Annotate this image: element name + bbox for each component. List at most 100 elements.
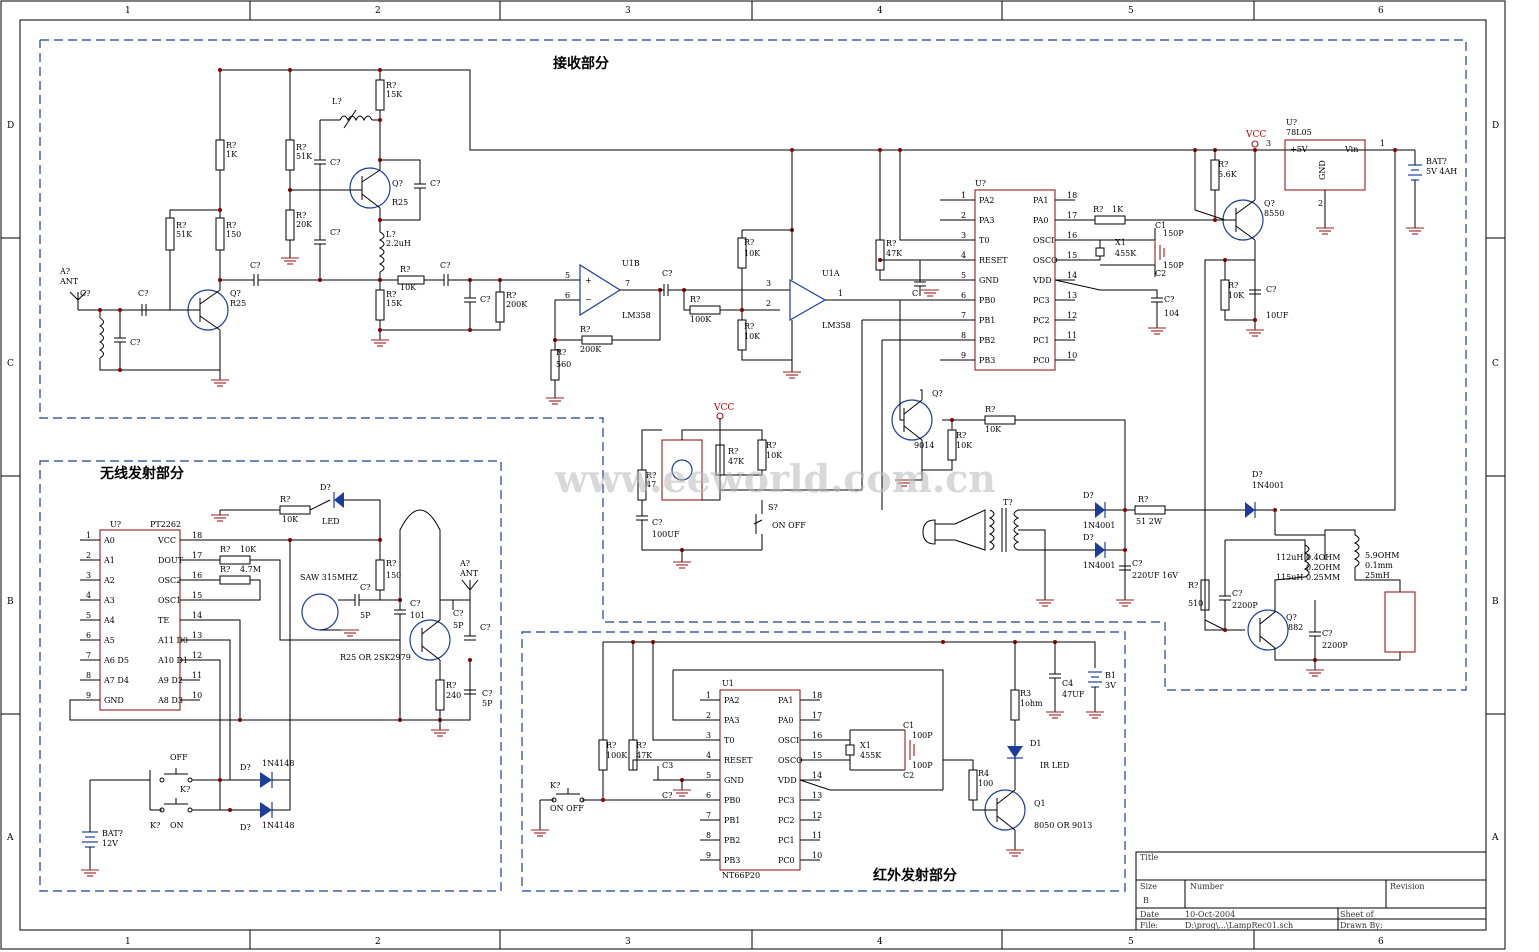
pin-label: T0 [979, 236, 989, 245]
col-label: 2 [375, 6, 381, 16]
svg-text:D?: D? [240, 763, 251, 772]
svg-text:100UF: 100UF [652, 530, 680, 539]
svg-text:10K: 10K [240, 545, 257, 554]
pin-number: 7 [86, 651, 91, 660]
svg-text:K?: K? [550, 781, 560, 790]
svg-text:C?: C? [130, 338, 140, 347]
svg-text:C?: C? [1164, 295, 1174, 304]
svg-text:100: 100 [978, 779, 993, 788]
svg-text:2200P: 2200P [1322, 641, 1348, 650]
svg-text:5V 4AH: 5V 4AH [1426, 167, 1457, 176]
svg-text:D1: D1 [1030, 739, 1042, 748]
col-label: 5 [1128, 937, 1134, 947]
svg-text:5: 5 [565, 271, 570, 280]
pin-label: PB0 [979, 296, 995, 305]
row-label: C [7, 359, 14, 369]
diode-1n4148-1: D? 1N4148 [240, 759, 294, 788]
svg-text:R25: R25 [392, 198, 408, 207]
svg-text:BAT?: BAT? [1426, 157, 1447, 166]
svg-text:20K: 20K [296, 220, 313, 229]
svg-text:C2: C2 [1155, 269, 1166, 278]
svg-text:GND: GND [1318, 160, 1327, 180]
col-label: 6 [1378, 6, 1384, 16]
pin-number: 4 [86, 591, 91, 600]
pin-label: OSCO [778, 756, 803, 765]
svg-text:51K: 51K [296, 152, 313, 161]
svg-text:C4: C4 [1062, 679, 1073, 688]
svg-text:5.9OHM: 5.9OHM [1365, 551, 1399, 560]
pin-number: 5 [706, 771, 711, 780]
col-label: 6 [1378, 937, 1384, 947]
antenna-rx: A?ANT [59, 267, 87, 310]
diode-d3-mid: D?1N4001 [1245, 470, 1284, 518]
pin-number: 1 [706, 691, 711, 700]
pin-label: VDD [1032, 276, 1052, 285]
svg-text:R4: R4 [978, 769, 989, 778]
pin-label: PC2 [778, 816, 795, 825]
svg-text:C?: C? [330, 158, 340, 167]
pin-label: PA1 [778, 696, 794, 705]
svg-text:1N4148: 1N4148 [262, 759, 294, 768]
svg-text:1N4148: 1N4148 [262, 821, 294, 830]
pin-label: DOUT [158, 556, 184, 565]
svg-text:L?: L? [386, 230, 396, 239]
svg-text:1: 1 [1380, 139, 1385, 148]
svg-text:U1B: U1B [622, 259, 640, 268]
lamp-driver-circuit: VCC R?47 R?47K R?10K C?100UF S?ON OFF Q?… [636, 300, 1416, 670]
svg-text:VCC: VCC [1245, 130, 1266, 140]
svg-text:C1: C1 [1155, 221, 1166, 230]
svg-text:R3: R3 [1020, 689, 1031, 698]
pin-number: 9 [86, 691, 91, 700]
svg-text:7: 7 [625, 279, 630, 288]
pin-label: PB0 [724, 796, 740, 805]
svg-text:C?: C? [480, 623, 490, 632]
svg-text:C2: C2 [903, 771, 914, 780]
svg-text:10K: 10K [282, 515, 299, 524]
tb-drawn: Drawn By: [1340, 921, 1383, 930]
pin-number: 2 [961, 211, 966, 220]
svg-text:1N4001: 1N4001 [1083, 561, 1115, 570]
svg-text:0.2OHM: 0.2OHM [1306, 563, 1340, 572]
svg-text:R?: R? [226, 141, 236, 150]
svg-text:C?: C? [480, 295, 490, 304]
svg-text:100P: 100P [912, 731, 933, 740]
transistor-rf: R25 OR 2SK2979 [340, 619, 451, 662]
svg-text:510: 510 [1188, 599, 1203, 608]
svg-text:T?: T? [1003, 498, 1013, 507]
svg-text:C?: C? [482, 689, 492, 698]
battery-5v: BAT?5V 4AH [1408, 150, 1457, 228]
nt66p20-pins: 1PA22PA33T04RESET5GND6PB07PB18PB29PB318P… [700, 691, 822, 865]
svg-text:115uH 0.25MM: 115uH 0.25MM [1276, 573, 1340, 582]
row-label: B [7, 597, 14, 607]
pin-number: 6 [706, 791, 711, 800]
pin-number: 15 [812, 751, 822, 760]
pin-label: PA1 [1033, 196, 1049, 205]
svg-text:150P: 150P [1163, 261, 1184, 270]
pin-number: 5 [86, 611, 91, 620]
diode-d2-mid: D?1N4001 [1083, 533, 1115, 570]
svg-text:R?: R? [886, 239, 896, 248]
svg-text:A?: A? [59, 267, 70, 276]
svg-text:1N4001: 1N4001 [1083, 521, 1115, 530]
svg-text:Q?: Q? [932, 389, 943, 398]
pin-number: 18 [812, 691, 822, 700]
section-title-rf-transmit: 无线发射部分 [99, 465, 184, 482]
svg-text:200K: 200K [580, 345, 602, 354]
svg-text:100K: 100K [690, 315, 712, 324]
col-label: 2 [375, 937, 381, 947]
svg-text:10K: 10K [1228, 291, 1245, 300]
pin-label: OSCI [778, 736, 799, 745]
svg-text:U?: U? [1286, 118, 1297, 127]
pin-number: 11 [1067, 331, 1077, 340]
svg-text:C?: C? [250, 261, 260, 270]
watermark: www.eeworld.com.cn [554, 456, 996, 501]
row-label: A [1491, 833, 1499, 843]
row-label: C [1492, 359, 1499, 369]
pin-number: 7 [961, 311, 966, 320]
led-rf: D?LED [320, 483, 344, 526]
svg-text:220UF 16V: 220UF 16V [1132, 571, 1178, 580]
svg-text:112uH 0.4OHM: 112uH 0.4OHM [1276, 553, 1340, 562]
svg-text:104: 104 [1164, 309, 1179, 318]
tb-sheet: Sheet of [1340, 910, 1375, 919]
